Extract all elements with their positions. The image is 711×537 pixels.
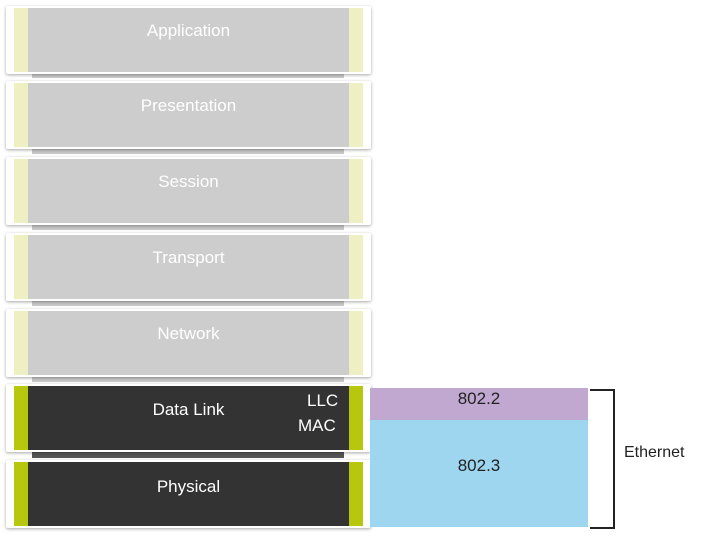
layer-connector (32, 296, 344, 306)
layer-label: Data Link (152, 400, 225, 419)
standard-mac-label: 802.3 (457, 456, 501, 475)
layer-cap-left (14, 159, 28, 223)
sublayer-llc-label: LLC (307, 391, 339, 410)
standard-llc-block: 802.2 (370, 388, 588, 420)
layer-cap-right (349, 462, 363, 526)
layer-cap-left (14, 8, 28, 72)
layer-presentation: Presentation (6, 81, 371, 149)
layer-label: Presentation (140, 96, 237, 115)
sublayer-mac-label: MAC (298, 416, 336, 435)
layer-cap-left (14, 462, 28, 526)
layer-cap-right (349, 83, 363, 147)
standard-mac-block: 802.3 (370, 420, 588, 527)
layer-cap-right (349, 8, 363, 72)
layer-body (28, 386, 349, 450)
layer-label: Network (157, 324, 220, 343)
layer-cap-left (14, 311, 28, 375)
layer-label: Application (146, 21, 231, 40)
layer-body (28, 311, 349, 375)
layer-connector (32, 220, 344, 230)
layer-transport: Transport (6, 233, 371, 301)
layer-data-link: Data Link LLC MAC (6, 384, 371, 452)
layer-label: Physical (156, 477, 221, 496)
layer-application: Application (6, 6, 371, 74)
layer-label: Session (158, 172, 219, 191)
layer-body (28, 235, 349, 299)
layer-body (28, 83, 349, 147)
layer-cap-right (349, 235, 363, 299)
layer-session: Session (6, 157, 371, 225)
layer-network: Network (6, 309, 371, 377)
layer-cap-right (349, 386, 363, 450)
layer-cap-right (349, 159, 363, 223)
layer-body (28, 462, 349, 526)
ethernet-bracket (590, 389, 615, 529)
layer-cap-left (14, 83, 28, 147)
layer-cap-left (14, 386, 28, 450)
layer-body (28, 159, 349, 223)
layer-connector (32, 448, 344, 458)
layer-cap-left (14, 235, 28, 299)
ethernet-label: Ethernet (624, 444, 685, 461)
layer-physical: Physical (6, 460, 371, 528)
layer-body (28, 8, 349, 72)
standard-llc-label: 802.2 (457, 389, 501, 408)
layer-connector (32, 372, 344, 382)
layer-label: Transport (152, 248, 225, 267)
layer-cap-right (349, 311, 363, 375)
layer-connector (32, 144, 344, 154)
